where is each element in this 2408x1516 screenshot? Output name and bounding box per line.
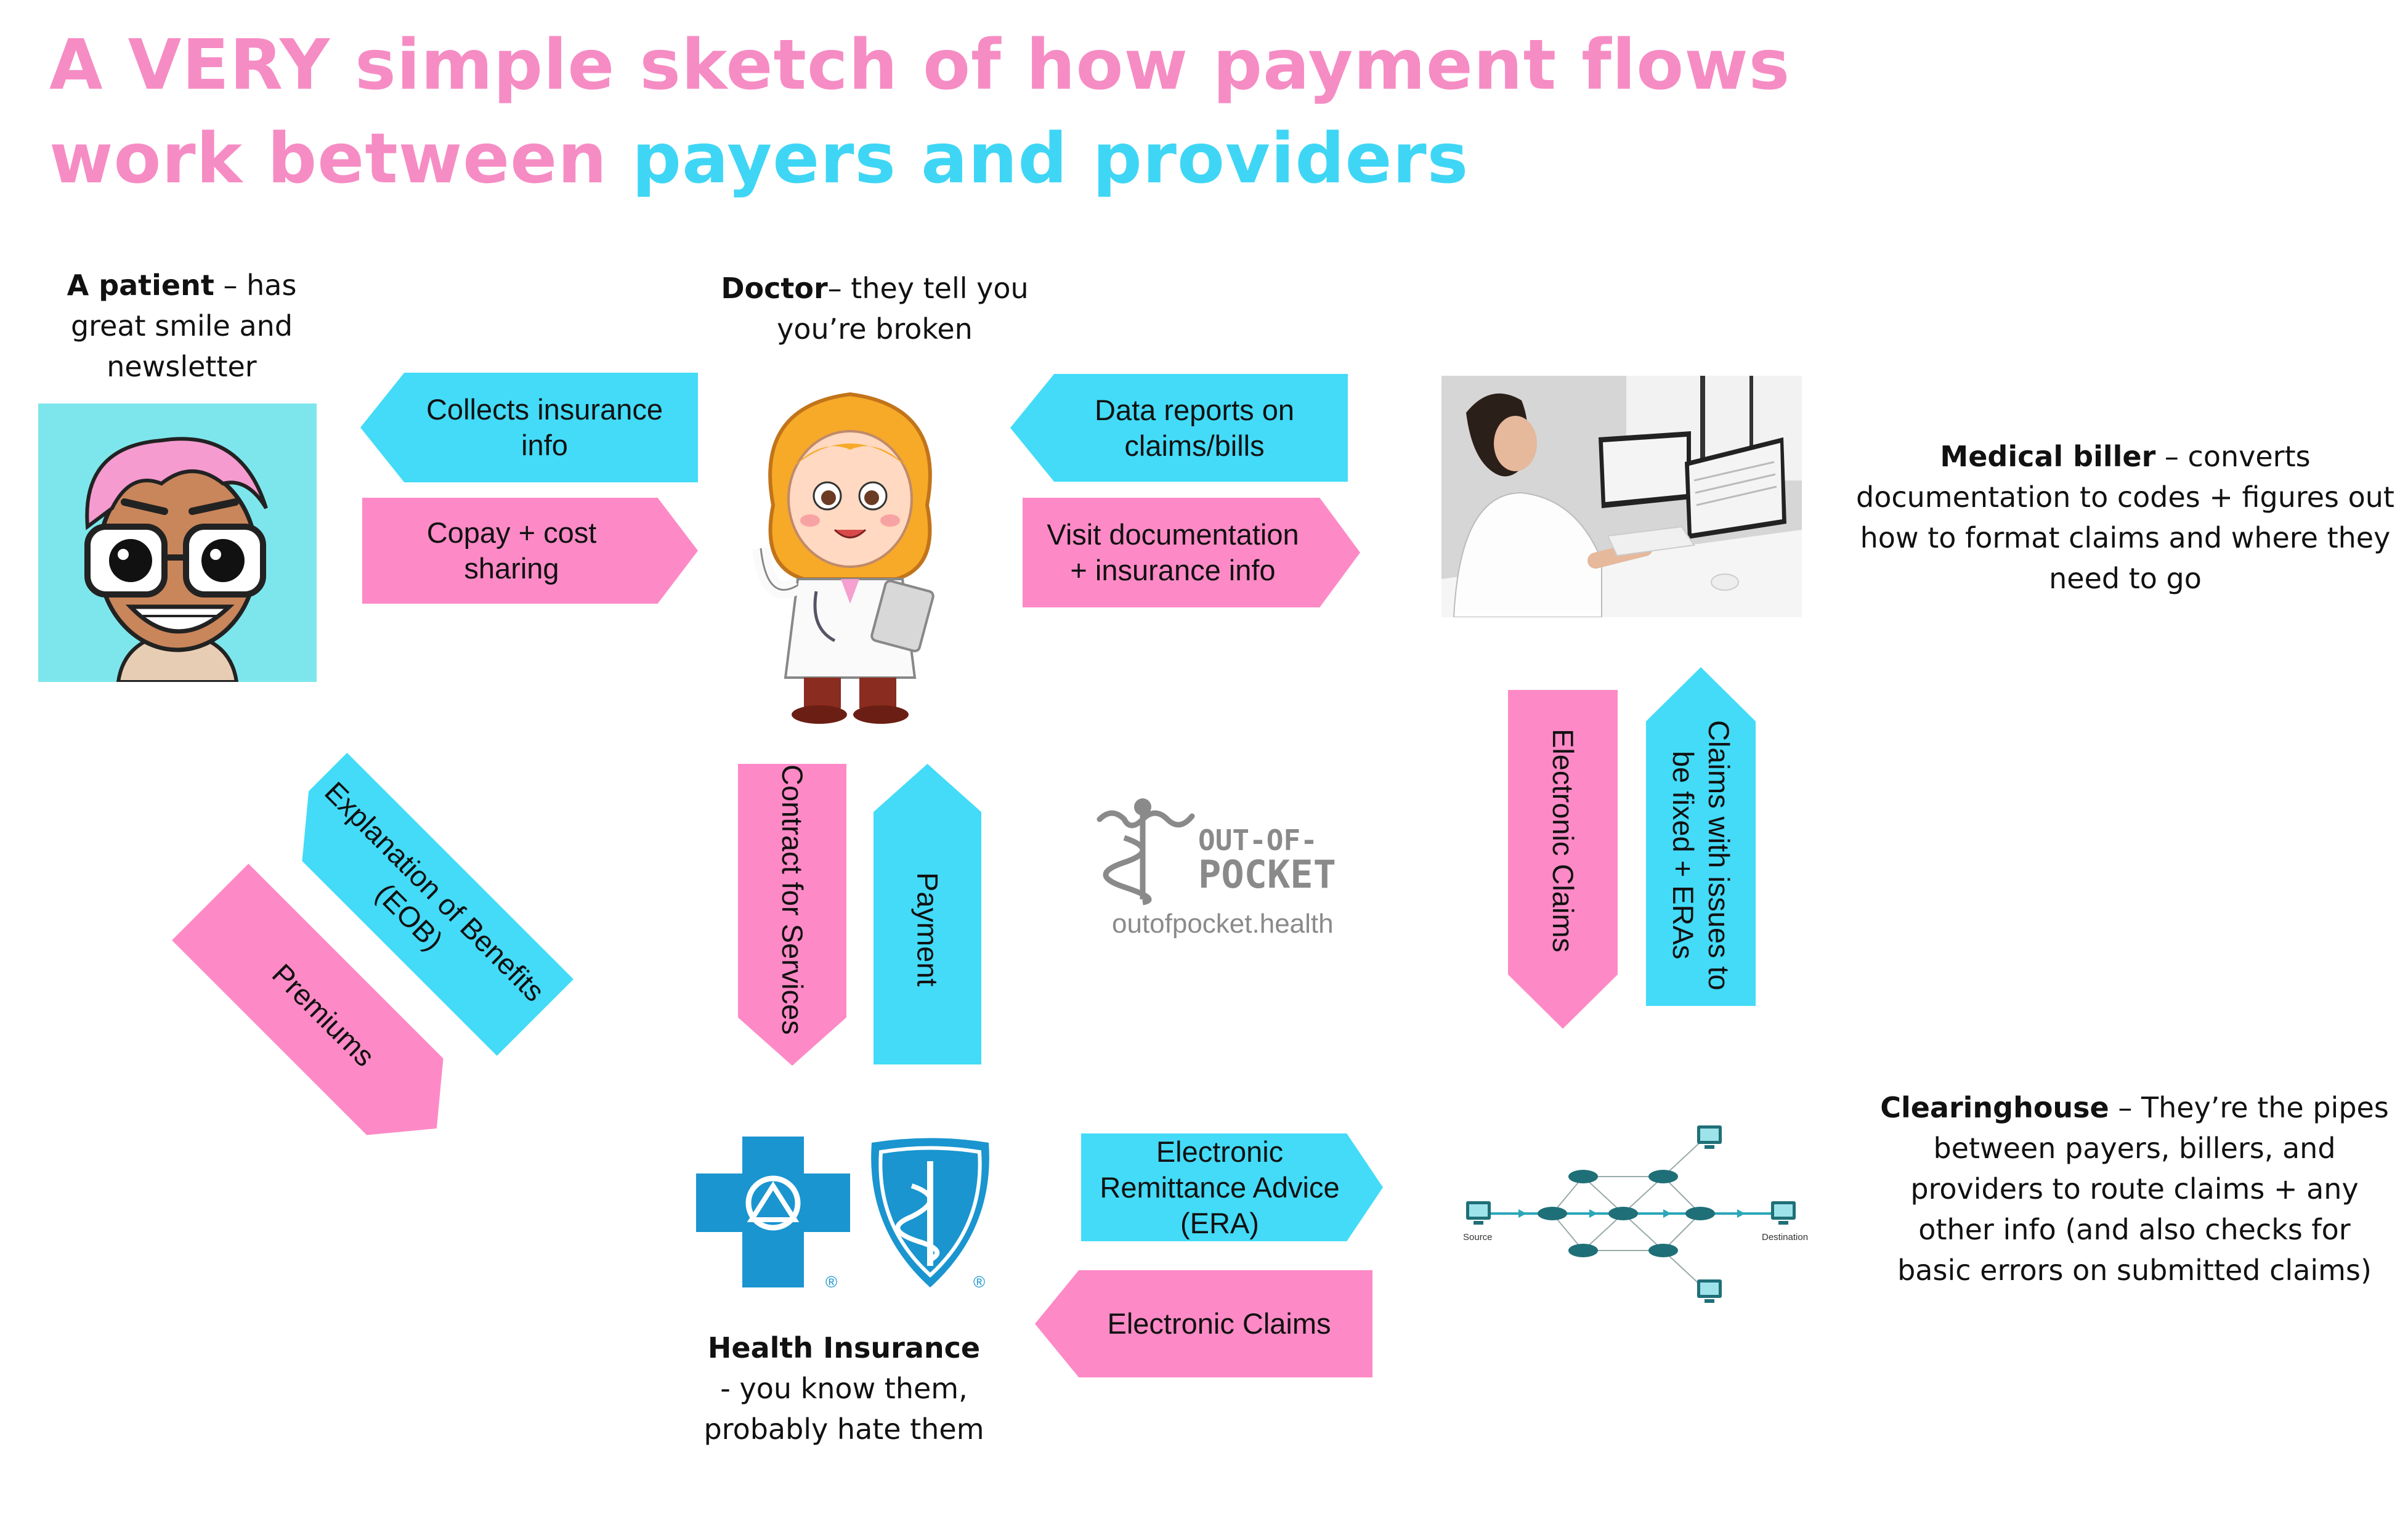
watermark-url: outofpocket.health bbox=[1112, 909, 1334, 939]
clearinghouse-name: Clearinghouse bbox=[1880, 1091, 2109, 1124]
svg-text:®: ® bbox=[973, 1273, 985, 1291]
insurance-note: - you know them, probably hate them bbox=[703, 1372, 984, 1446]
network-source-label: Source bbox=[1463, 1232, 1493, 1242]
arrow-label-claims-issues: Claims with issues to be fixed + ERAs bbox=[1667, 719, 1735, 991]
doctor-illustration-icon bbox=[736, 382, 964, 727]
insurance-description: Health Insurance - you know them, probab… bbox=[696, 1328, 992, 1449]
arrow-label-electronic-claims-left: Electronic Claims bbox=[1107, 1307, 1331, 1340]
svg-text:®: ® bbox=[825, 1273, 837, 1291]
arrow-label-electronic-claims-down: Electronic Claims bbox=[1547, 729, 1579, 953]
arrow-label-visit-doc: Visit documentation + insurance info bbox=[1047, 518, 1299, 586]
arrow-label-data-reports: Data reports on claims/bills bbox=[1095, 393, 1294, 462]
biller-note: – converts documentation to codes + figu… bbox=[1856, 440, 2394, 595]
title-line-2-cyan: payers and providers bbox=[631, 119, 1469, 199]
arrow-label-contract: Contract for Services bbox=[776, 764, 809, 1035]
insurance-name: Health Insurance bbox=[707, 1331, 981, 1364]
title-line-2: work between payers and providers bbox=[49, 112, 1790, 206]
watermark-brand: OUT-OF- POCKET bbox=[1198, 825, 1336, 894]
insurer-cross-logo-icon: ® bbox=[696, 1137, 850, 1291]
arrow-era: Electronic Remittance Advice (ERA) bbox=[1081, 1133, 1383, 1241]
title-line-1: A VERY simple sketch of how payment flow… bbox=[49, 25, 1791, 105]
patient-note: – has great smile and newsletter bbox=[70, 269, 297, 383]
caduceus-logo-icon bbox=[1097, 798, 1195, 906]
arrow-label-premiums: Premiums bbox=[266, 957, 381, 1073]
watermark-brand-line-2: POCKET bbox=[1198, 852, 1336, 897]
biller-name: Medical biller bbox=[1940, 440, 2156, 473]
patient-description: A patient – has great smile and newslett… bbox=[46, 265, 317, 387]
arrow-contract-for-services: Contract for Services bbox=[738, 764, 846, 1066]
biller-photo-icon bbox=[1441, 376, 1802, 617]
arrow-electronic-claims-down: Electronic Claims bbox=[1508, 690, 1618, 1029]
arrow-label-copay: Copay + cost sharing bbox=[426, 516, 597, 585]
arrow-copay-cost-sharing: Copay + cost sharing bbox=[362, 498, 698, 604]
insurer-shield-logo-icon: ® bbox=[871, 1138, 989, 1291]
doctor-name: Doctor bbox=[721, 272, 828, 305]
arrow-payment: Payment bbox=[874, 764, 981, 1064]
arrow-collects-insurance-info: Collects insurance info bbox=[360, 373, 698, 482]
clearinghouse-note: – They’re the pipes between payers, bill… bbox=[1897, 1091, 2389, 1287]
watermark-brand-line-1: OUT-OF- bbox=[1198, 824, 1318, 857]
biller-description: Medical biller – converts documentation … bbox=[1854, 436, 2396, 599]
doctor-description: Doctor– they tell you you’re broken bbox=[702, 268, 1047, 349]
arrow-claims-with-issues: Claims with issues to be fixed + ERAs bbox=[1646, 667, 1756, 1006]
title-line-2-pink: work between bbox=[49, 119, 632, 199]
patient-avatar-icon bbox=[38, 403, 317, 682]
out-of-pocket-watermark: OUT-OF- POCKET outofpocket.health bbox=[1087, 795, 1371, 955]
insurer-logos: ® ® bbox=[696, 1137, 1004, 1291]
page-title: A VERY simple sketch of how payment flow… bbox=[49, 18, 1790, 206]
arrow-label-collects-insurance: Collects insurance info bbox=[426, 393, 663, 461]
arrow-electronic-claims-left: Electronic Claims bbox=[1035, 1270, 1372, 1377]
arrow-label-era: Electronic Remittance Advice (ERA) bbox=[1100, 1135, 1340, 1239]
doctor-note: – they tell you you’re broken bbox=[777, 272, 1029, 346]
arrow-label-payment: Payment bbox=[911, 872, 944, 987]
network-diagram-icon: Source Destination bbox=[1460, 1118, 1817, 1315]
arrow-visit-documentation: Visit documentation + insurance info bbox=[1023, 498, 1360, 607]
arrow-data-reports: Data reports on claims/bills bbox=[1010, 374, 1348, 482]
clearinghouse-description: Clearinghouse – They’re the pipes betwee… bbox=[1879, 1087, 2390, 1291]
patient-name: A patient bbox=[67, 269, 214, 302]
network-destination-label: Destination bbox=[1762, 1232, 1808, 1242]
